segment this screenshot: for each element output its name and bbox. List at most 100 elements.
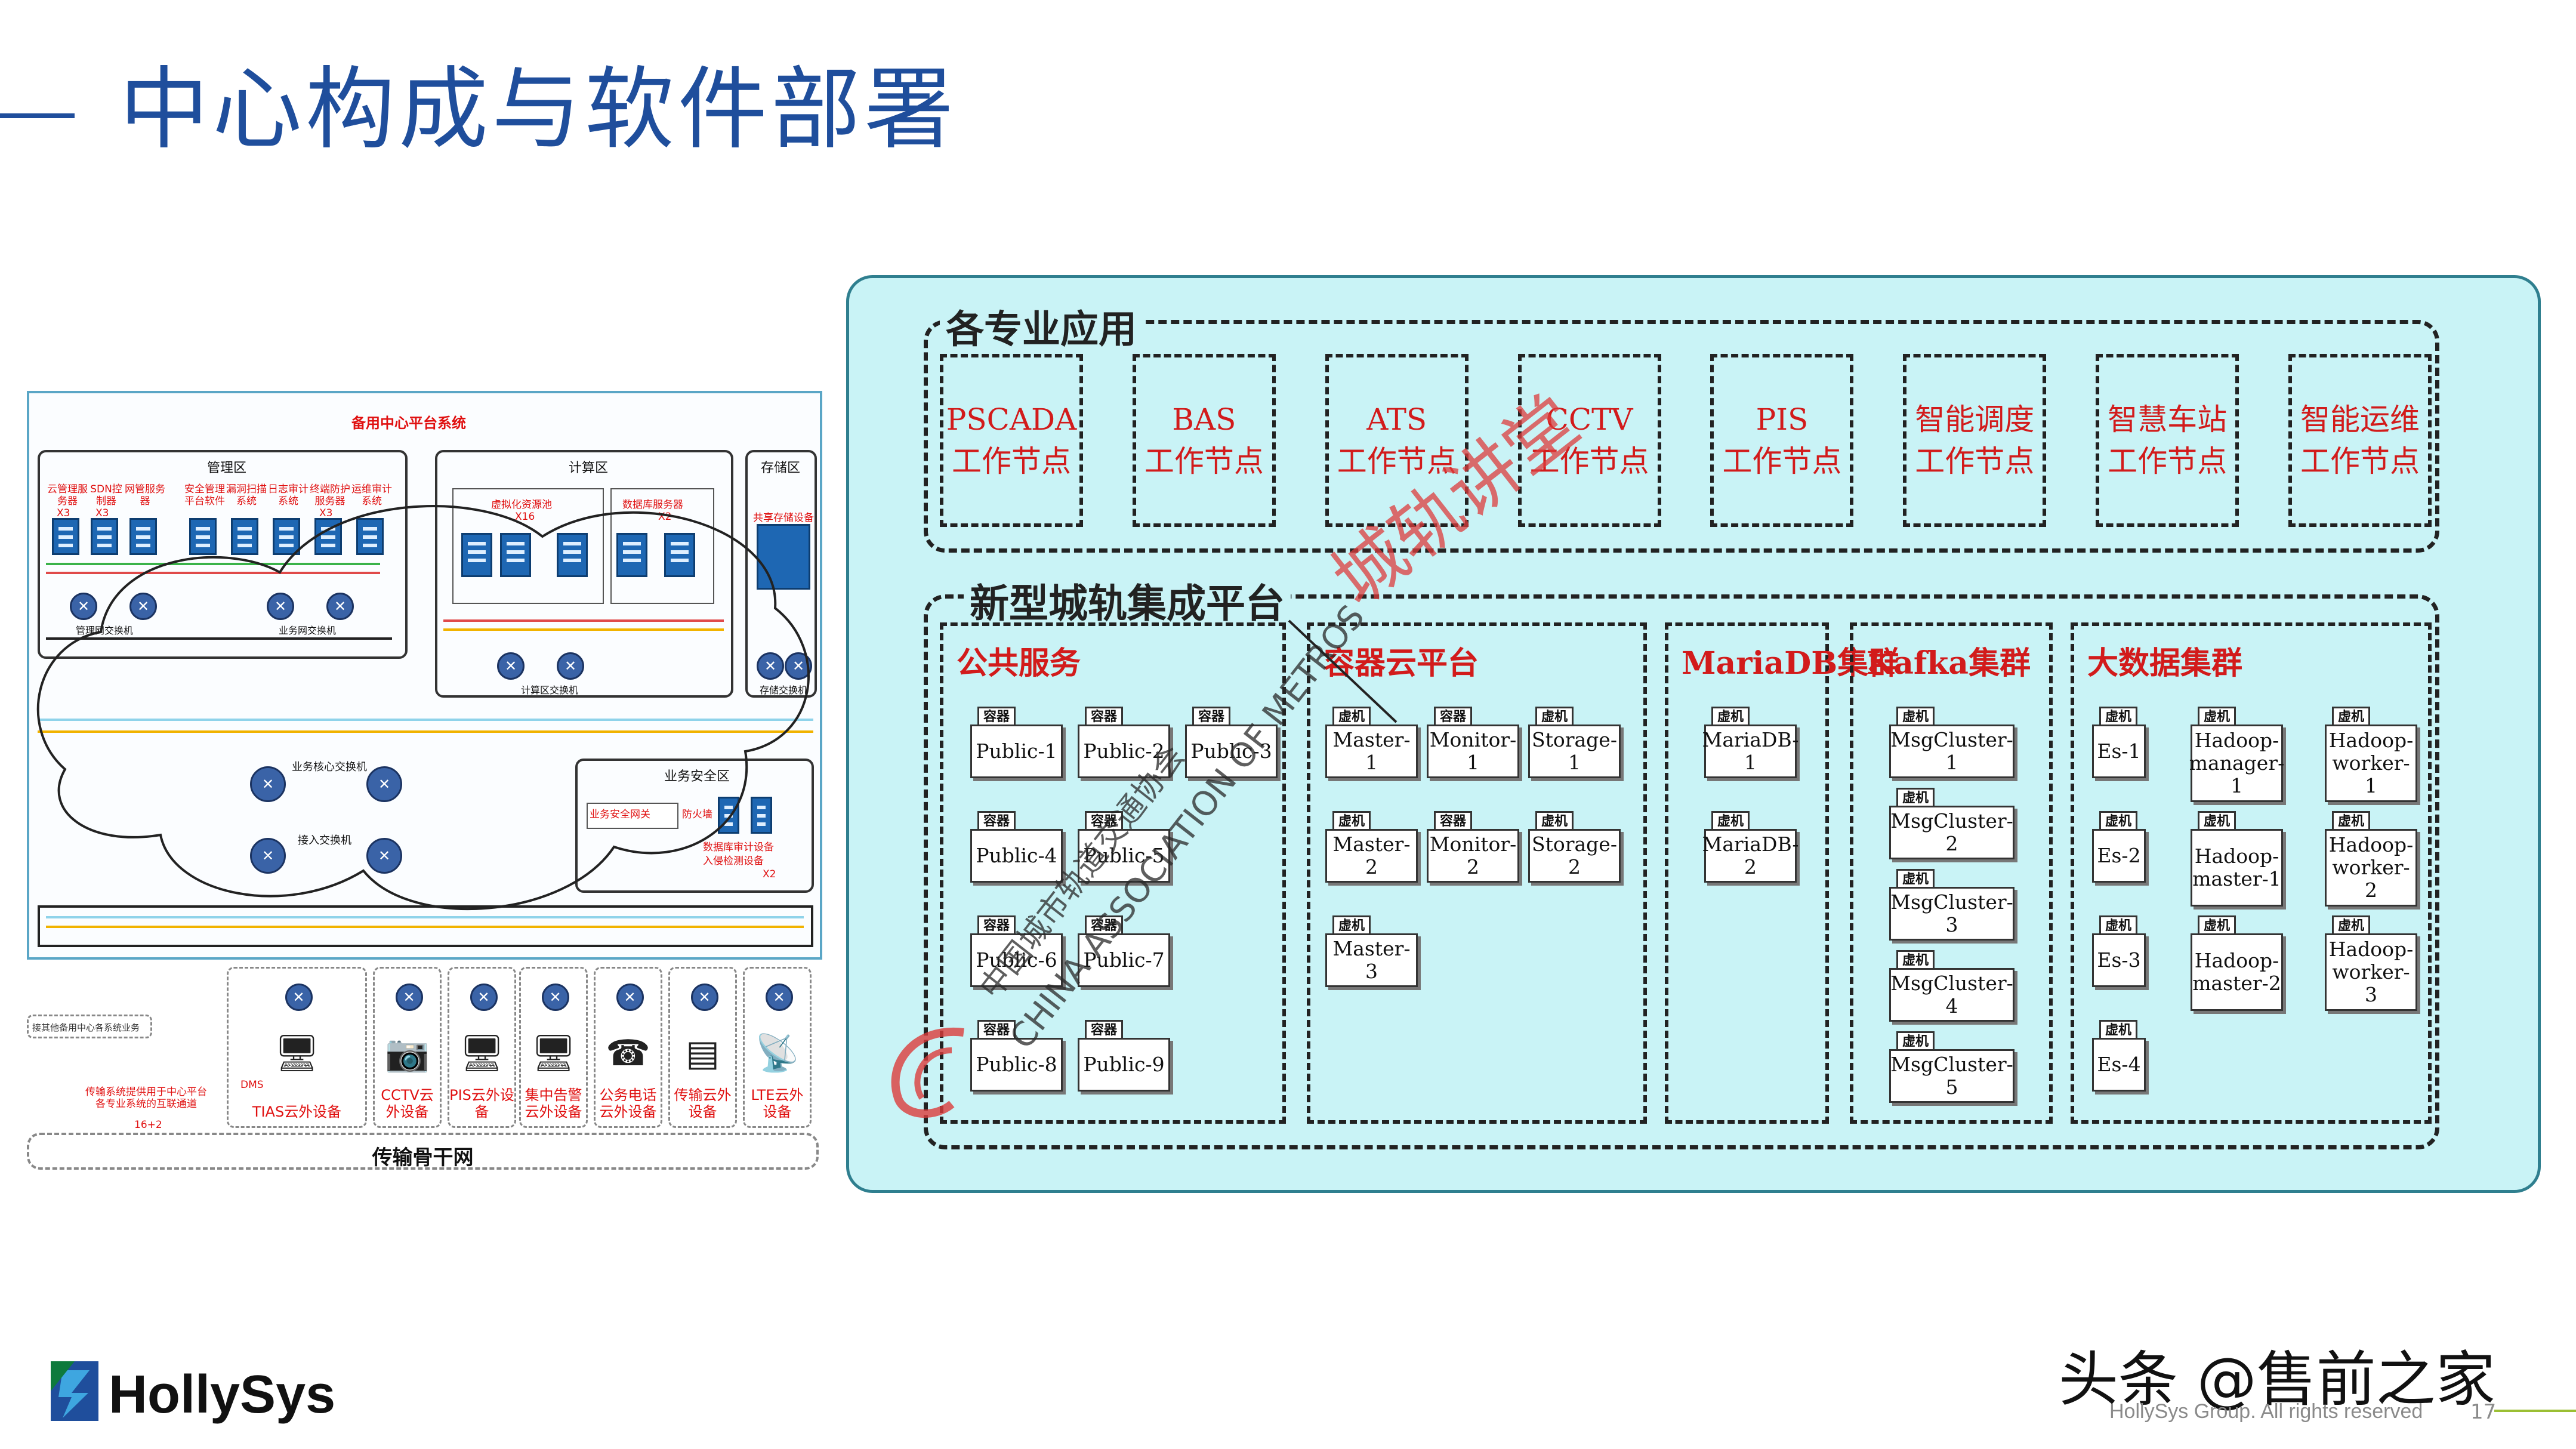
device-label: 公务电话云外设备 [599,1087,657,1120]
app-name: 智能调度 [1915,402,2035,437]
deployment-node: MsgCluster-5 [1889,1049,2014,1103]
server-icon [231,518,258,555]
device-switch-icon: ✕ [285,984,313,1011]
deployment-node: Hadoop-manager-1 [2189,724,2284,802]
toutiao-watermark: 头条 @售前之家 [2059,1345,2495,1414]
mgmt-switch-icon: ✕ [129,593,157,620]
storage-device-icon [757,524,810,590]
compute-red-line [443,619,724,622]
deployment-node: Public-2 [1078,724,1170,778]
server-icon [616,533,647,577]
left-network-diagram: 备用中心平台系统 管理区 ✕ ✕ ✕ ✕ 管理网交换机 业务网交换机 云管理服务… [27,391,822,960]
network-cyan-line [38,719,813,721]
storage-device-label: 共享存储设备 [753,512,814,524]
app-name: 智能运维 [2300,402,2420,437]
deployment-node: MsgCluster-3 [1889,887,2014,941]
db-audit-label: 数据库审计设备 [703,841,774,853]
deployment-node: Master-1 [1325,724,1418,778]
node-type-tag: 虚机 [2332,811,2370,831]
compute-switch-label: 计算区交换机 [521,685,579,696]
monitor-icon: 🖥 [530,1032,576,1074]
node-type-tag: 虚机 [1896,1031,1935,1052]
security-gateway-label: 业务安全网关 [590,809,650,821]
phone-icon: ☎ [606,1032,650,1074]
compute-yellow-line [443,628,724,631]
business-switch-icon: ✕ [326,593,354,620]
node-type-tag: 容器 [1085,1020,1123,1040]
deployment-node: MsgCluster-1 [1889,724,2014,778]
mgmt-server-label: 安全管理平台软件 [184,483,225,507]
node-type-tag: 虚机 [1896,869,1935,889]
device-label: TIAS云外设备 [252,1103,342,1120]
deployment-node: Hadoop-worker-1 [2325,724,2417,802]
deployment-node: Es-1 [2092,724,2146,778]
mgmt-red-line [46,572,380,574]
watermark-stroke [1288,619,1397,723]
node-type-tag: 虚机 [2099,1020,2137,1040]
device-switch-icon: ✕ [616,984,644,1011]
node-type-tag: 容器 [1192,707,1230,727]
deployment-node: Public-9 [1078,1038,1170,1092]
monitor-icon: 🖥 [459,1032,505,1074]
node-type-tag: 虚机 [2198,707,2236,727]
device-switch-icon: ✕ [541,984,569,1011]
storage-zone: 存储区 共享存储设备 ✕ ✕ 存储交换机 [745,450,817,698]
mgmt-server-label: 云管理服务器 [47,483,88,507]
bus-cyan-line [46,916,804,918]
node-type-tag: 虚机 [2099,707,2137,727]
app-node-label: 工作节点 [1144,444,1264,479]
device-box: ✕ 🖥 集中告警云外设备 [519,967,588,1128]
app-node-label: 工作节点 [952,444,1071,479]
left-diagram-title: 备用中心平台系统 [351,415,466,431]
deployment-node: Monitor-1 [1427,724,1519,778]
mgmt-server-count: X3 [57,507,70,519]
device-label: CCTV云外设备 [381,1087,434,1120]
mgmt-black-line [46,637,392,640]
core-switch-icon: ✕ [366,766,402,802]
node-type-tag: 容器 [1434,811,1472,831]
device-label: LTE云外设备 [751,1087,804,1120]
mgmt-server-count: X3 [319,507,333,519]
app-node-label: 工作节点 [2300,444,2420,479]
deployment-node: Public-6 [970,933,1063,987]
platform-group-label: 新型城轨集成平台 [964,572,1291,629]
transmission-note-count: 16+2 [134,1119,162,1131]
cluster-label: 公共服务 [957,645,1081,682]
node-type-tag: 容器 [977,707,1016,727]
app-work-node: 智慧车站工作节点 [2096,354,2239,527]
device-box: ✕ ☎ 公务电话云外设备 [594,967,662,1128]
compute-zone: 计算区 虚拟化资源池 X16 数据库服务器 X2 ✕ ✕ 计算区交换机 [435,450,733,698]
footer-copyright: HollySys Group. All rights reserved [2109,1400,2423,1423]
compute-zone-label: 计算区 [569,461,609,476]
node-type-tag: 虚机 [2198,915,2236,936]
server-icon [356,518,384,555]
app-name: CCTV [1545,402,1633,437]
vm-pool-label: 虚拟化资源池 [491,499,552,511]
other-systems-note: 接其他备用中心各系统业务 [27,1015,152,1038]
deployment-node: MsgCluster-4 [1889,968,2014,1022]
server-icon [189,518,217,555]
business-switch-icon: ✕ [267,593,294,620]
app-name: BAS [1172,402,1236,437]
ids-label: 入侵检测设备 [703,855,764,867]
device-sub-label: DMS [240,1079,264,1091]
mgmt-server-label: SDN控制器 [90,483,122,507]
deployment-node: MariaDB-2 [1702,829,1798,883]
association-logo-icon [891,1027,964,1118]
node-type-tag: 容器 [1085,811,1123,831]
mgmt-server-label: 运维审计系统 [351,483,392,507]
cluster-label: 容器云平台 [1324,645,1479,682]
app-node-label: 工作节点 [1722,444,1842,479]
node-type-tag: 虚机 [1535,707,1574,727]
node-type-tag: 虚机 [1711,707,1750,727]
deployment-node: Es-3 [2092,933,2146,987]
device-label: 集中告警云外设备 [525,1087,582,1120]
business-switch-label: 业务网交换机 [279,625,337,636]
